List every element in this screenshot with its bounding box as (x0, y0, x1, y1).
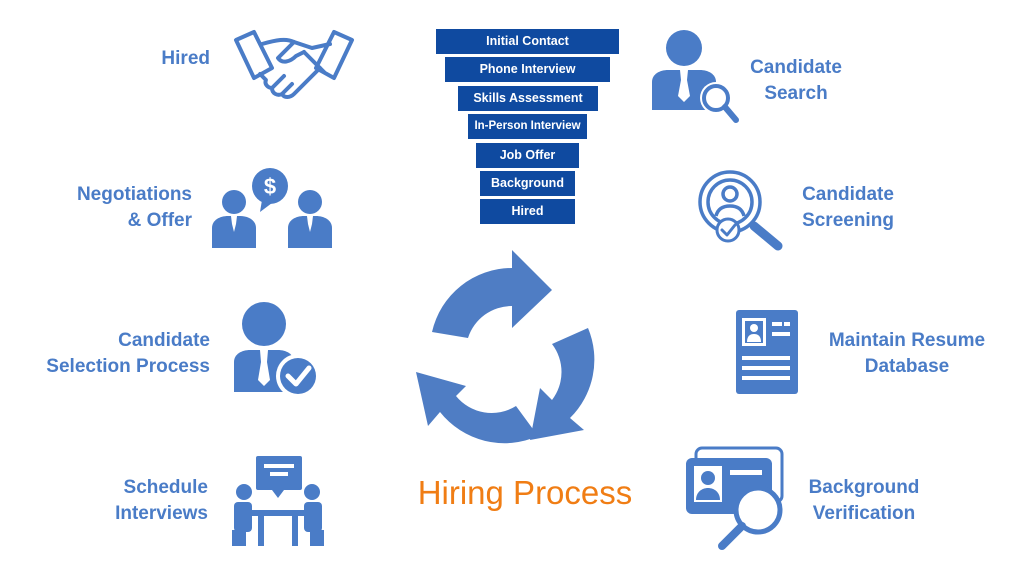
step-resume-line1: Maintain Resume (828, 330, 986, 351)
step-schedule-interviews: Schedule Interviews (80, 475, 208, 527)
funnel-stage-phone-interview: Phone Interview (445, 57, 610, 82)
funnel-stage-skills-assessment: Skills Assessment (458, 86, 598, 111)
step-candidate-selection: Candidate Selection Process (20, 328, 210, 380)
screening-magnifier-icon (698, 170, 783, 251)
step-resume-line2: Database (864, 356, 950, 377)
step-search-line1: Candidate (750, 57, 842, 78)
funnel-stage-hired: Hired (480, 199, 575, 224)
step-hired: Hired (100, 46, 210, 72)
funnel-stage-in-person-interview: In-Person Interview (468, 114, 587, 139)
step-background-verification: Background Verification (794, 475, 934, 527)
step-hired-line1: Hired (161, 48, 210, 69)
step-search-line2: Search (764, 83, 828, 104)
step-negotiations-offer: Negotiations & Offer (40, 182, 192, 234)
step-candidate-screening: Candidate Screening (786, 182, 910, 234)
funnel-stage-background: Background (480, 171, 575, 196)
handshake-icon (234, 30, 354, 99)
selected-candidate-icon (234, 302, 320, 398)
step-screening-line1: Candidate (802, 184, 894, 205)
step-verification-line1: Background (808, 477, 920, 498)
funnel-stage-job-offer: Job Offer (476, 143, 579, 168)
step-schedule-line2: Interviews (115, 503, 208, 524)
svg-text:$: $ (264, 174, 276, 199)
step-maintain-resume: Maintain Resume Database (812, 328, 1002, 380)
resume-document-icon (736, 310, 798, 394)
negotiation-dollar-icon: $ (212, 168, 332, 248)
cycle-arrows-icon (416, 250, 595, 444)
interview-table-icon (232, 456, 324, 546)
step-schedule-line1: Schedule (123, 477, 208, 498)
step-selection-line2: Selection Process (46, 356, 210, 377)
person-search-icon (652, 30, 739, 123)
step-candidate-search: Candidate Search (736, 55, 856, 107)
step-negotiations-line2: & Offer (127, 210, 192, 231)
funnel-stage-initial-contact: Initial Contact (436, 29, 619, 54)
step-verification-line2: Verification (812, 503, 916, 524)
id-card-search-icon (686, 446, 784, 550)
diagram-title: Hiring Process (417, 474, 633, 511)
step-selection-line1: Candidate (118, 330, 210, 351)
step-negotiations-line1: Negotiations (76, 184, 192, 205)
step-screening-line2: Screening (802, 210, 894, 231)
